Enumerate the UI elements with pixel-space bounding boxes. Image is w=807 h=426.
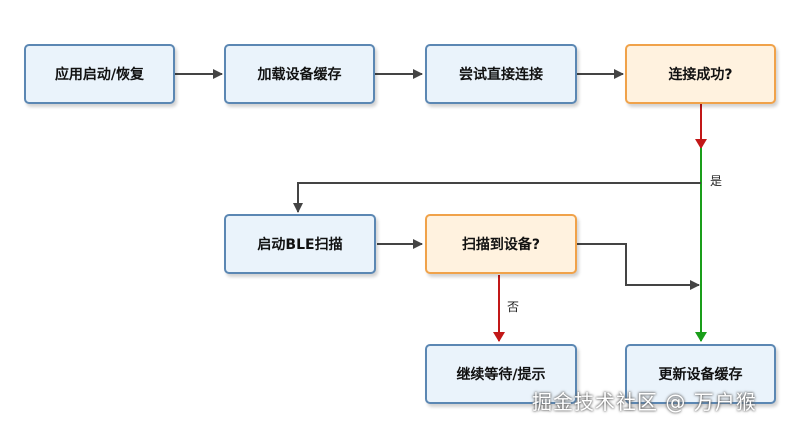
node-device-found: 扫描到设备? xyxy=(425,214,577,274)
node-try-connect: 尝试直接连接 xyxy=(425,44,577,104)
watermark: 掘金技术社区 @ 万户猴 xyxy=(532,390,757,414)
edge-to-start-scan xyxy=(293,182,701,213)
node-connect-ok: 连接成功? xyxy=(625,44,776,104)
node-wait-prompt: 继续等待/提示 xyxy=(425,344,577,404)
node-start-scan: 启动BLE扫描 xyxy=(224,214,376,274)
edge-found-to-update xyxy=(577,243,700,290)
node-load-cache: 加载设备缓存 xyxy=(224,44,375,104)
node-update-cache: 更新设备缓存 xyxy=(625,344,776,404)
label-yes: 是 xyxy=(710,174,723,188)
label-no: 否 xyxy=(507,300,520,314)
node-app-start: 应用启动/恢复 xyxy=(24,44,175,104)
